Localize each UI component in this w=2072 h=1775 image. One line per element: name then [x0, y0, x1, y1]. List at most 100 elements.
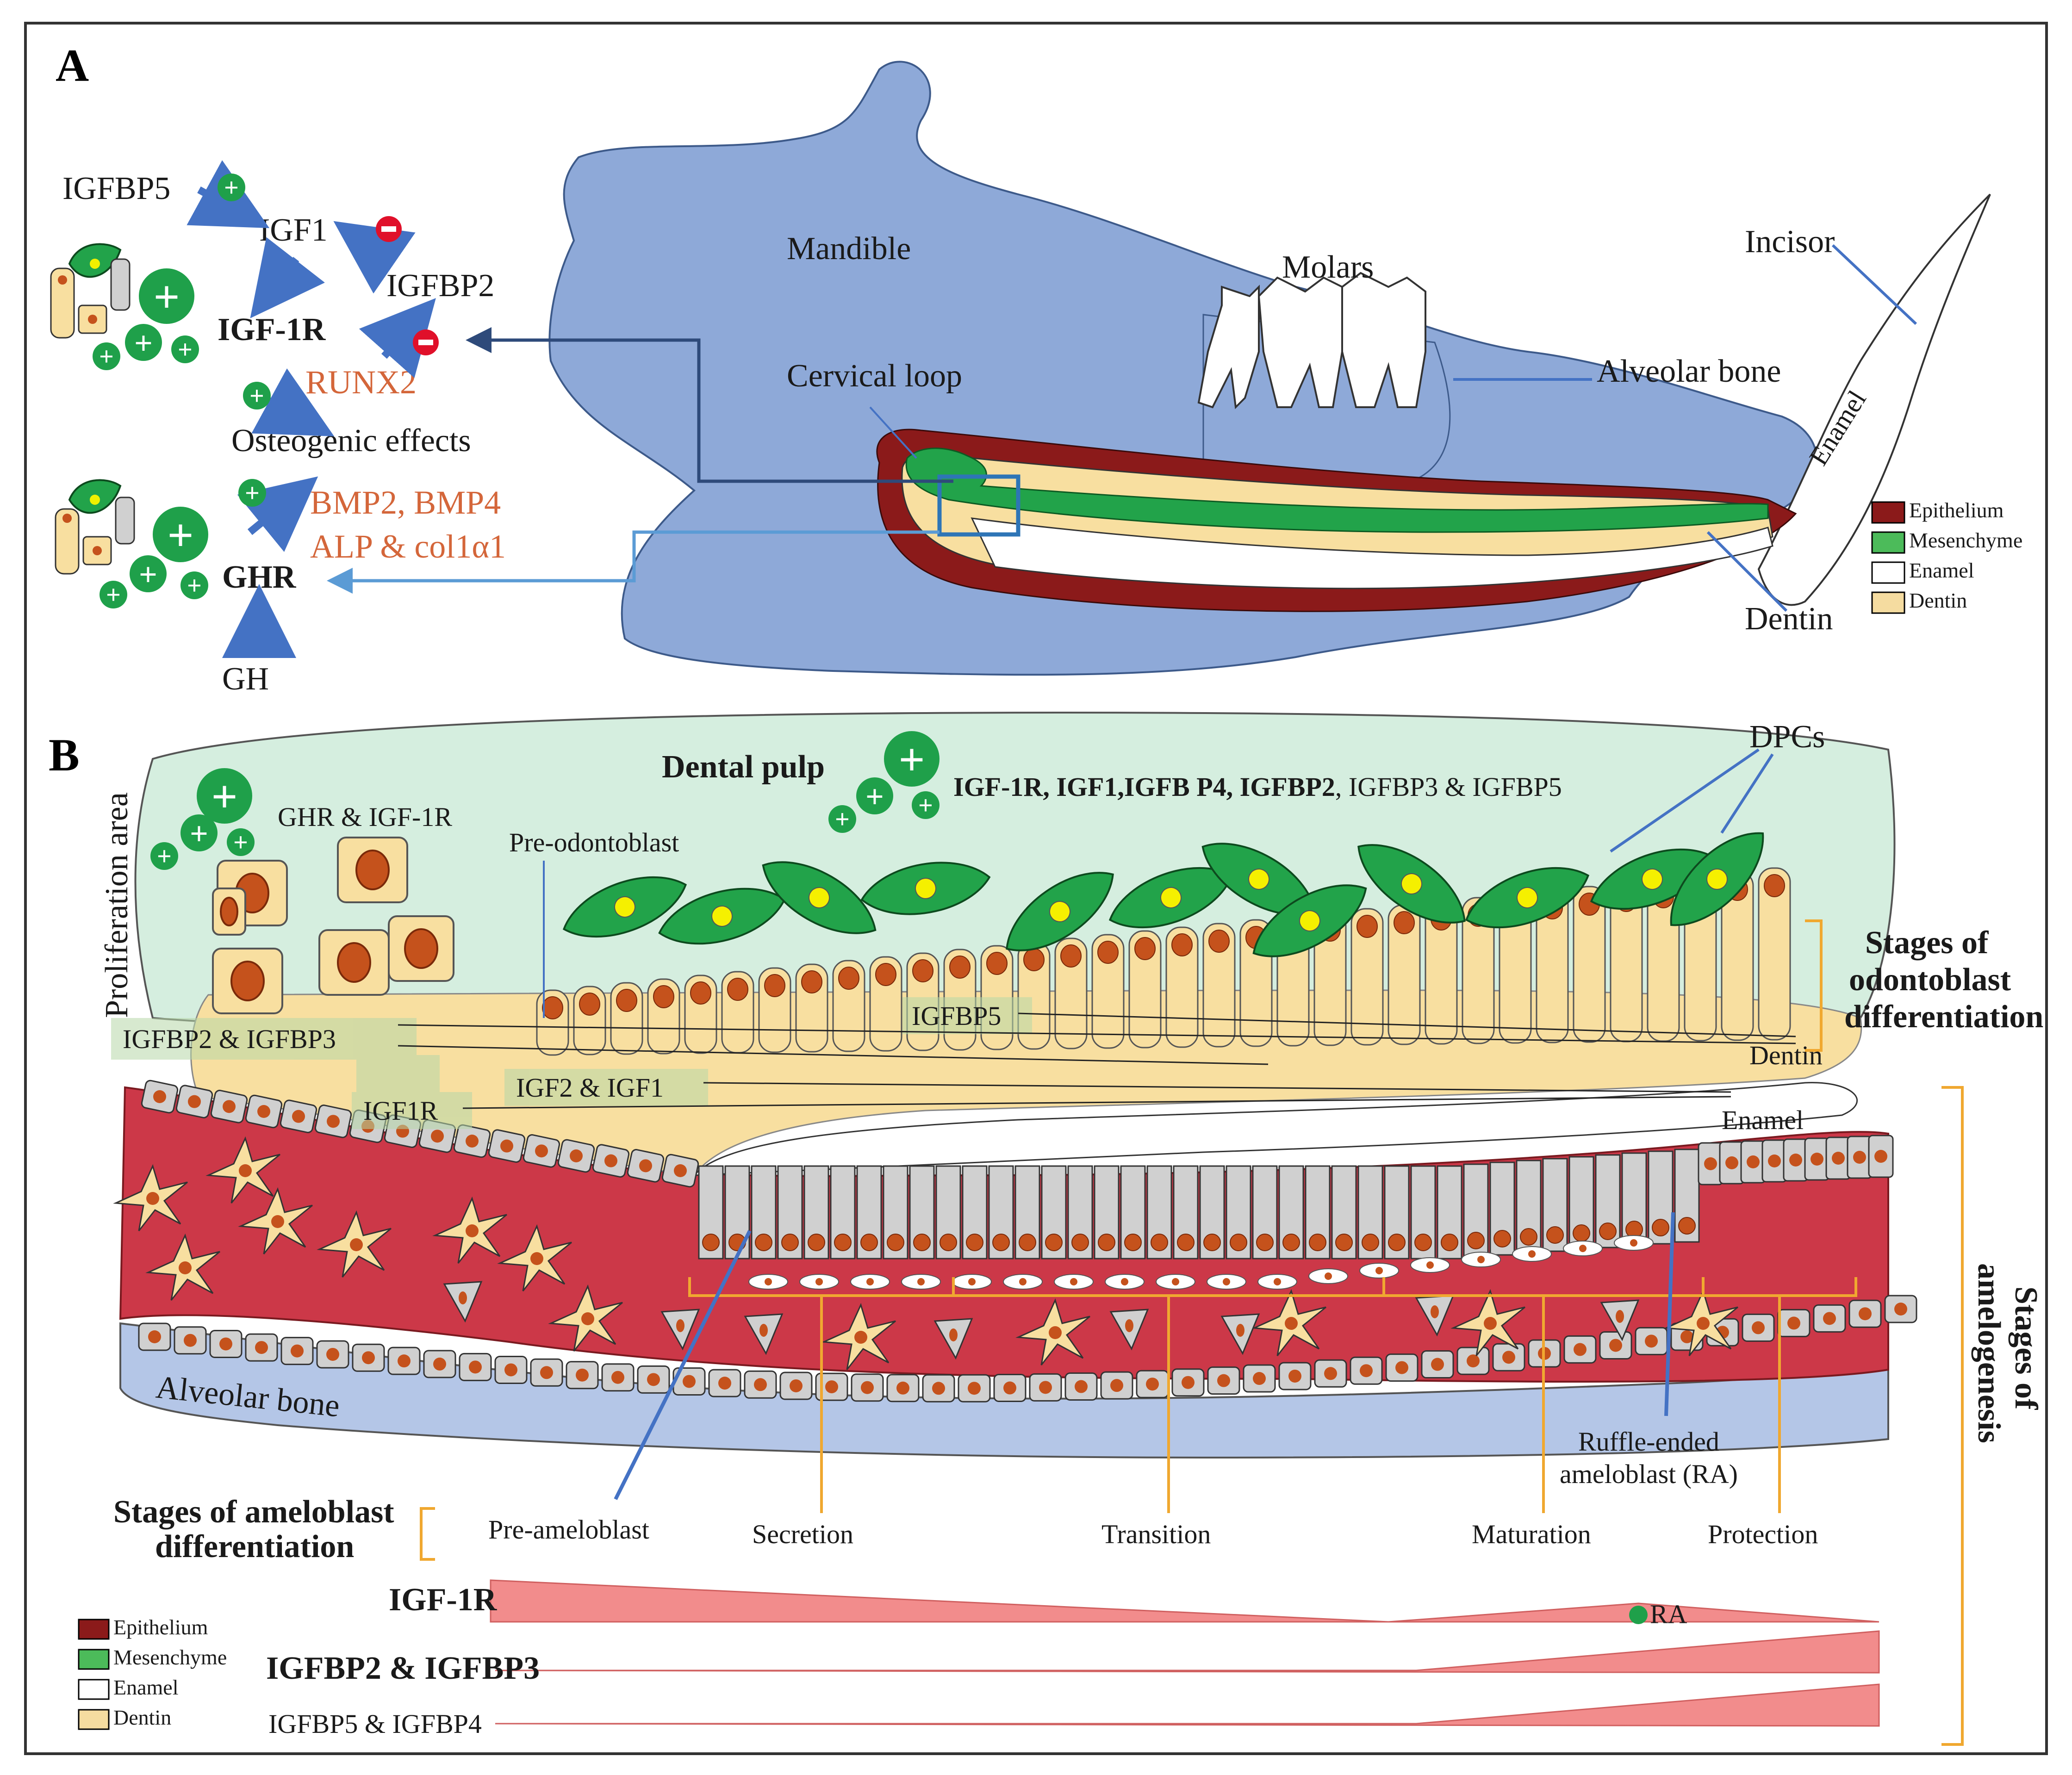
stellate-cell [497, 1224, 572, 1291]
ameloblast-cell [1674, 1148, 1700, 1243]
stellate-cell [317, 1210, 392, 1278]
stratum-cell [952, 1274, 992, 1290]
epithelial-cell [1884, 1295, 1917, 1323]
odontoblast-cell [795, 963, 828, 1053]
expression-profile-igfbp54 [495, 1683, 1880, 1727]
triangle-cell [1109, 1309, 1149, 1351]
expression-profile-igfbp23 [495, 1630, 1880, 1674]
ameloblast-cell [962, 1165, 988, 1260]
epithelial-cell [316, 1340, 349, 1369]
dpc-cell [1590, 848, 1715, 910]
svg-text:+: + [224, 174, 239, 202]
label-osteogenic: Osteogenic effects [231, 423, 471, 459]
odontoblast-cell [832, 960, 865, 1052]
label-alveolar-bone: Alveolar bone [1597, 354, 1781, 389]
stratum-cell [1512, 1246, 1552, 1262]
label-igfbp2-igfbp3-band: IGFBP2 & IGFBP3 [123, 1024, 336, 1054]
connector-igf1r [466, 327, 953, 483]
epithelial-cell [922, 1374, 955, 1403]
enamel-layer [692, 1082, 1858, 1176]
epithelial-boundary-cells [138, 1080, 1917, 1403]
epithelial-cell [1029, 1373, 1062, 1402]
leader-ruffle-ended [1664, 1212, 1675, 1416]
ameloblast-cell [1146, 1165, 1172, 1260]
stratum-cell [1054, 1274, 1094, 1290]
label-expr-igfbp54: IGFBP5 & IGFBP4 [268, 1709, 482, 1739]
epithelial-cell [210, 1090, 248, 1123]
ameloblast-cell [1357, 1165, 1383, 1260]
epithelial-cell [530, 1358, 563, 1387]
epithelial-cell [453, 1124, 491, 1158]
svg-text:+: + [233, 828, 248, 857]
stellate-cell [1251, 1289, 1326, 1356]
epithelial-cell [1599, 1331, 1632, 1359]
label-stages-amelogenesis-1: Stages of [2008, 1286, 2044, 1410]
epithelial-cell [1136, 1370, 1169, 1398]
label-ra: RA [1650, 1599, 1687, 1629]
ameloblast-cell [1252, 1165, 1278, 1260]
epithelial-cell [174, 1326, 207, 1355]
label-stages-odonto-1: Stages of [1865, 925, 1989, 961]
label-igf1r-band: IGF1R [363, 1096, 438, 1126]
stratum-cell [799, 1274, 839, 1290]
odontoblast-cell [721, 971, 754, 1054]
svg-text:+: + [212, 771, 238, 822]
epithelial-cell [672, 1367, 706, 1396]
panel-b-label: B [49, 729, 80, 781]
ameloblast-cell [1094, 1165, 1120, 1260]
label-cervical-loop: Cervical loop [787, 358, 962, 394]
epithelial-cell [1777, 1309, 1811, 1337]
epithelial-cell [1742, 1313, 1775, 1342]
label-ghr-a: GHR [222, 559, 297, 595]
svg-text:+: + [190, 816, 208, 852]
epithelial-cell [1492, 1343, 1525, 1372]
svg-text:+: + [918, 791, 933, 820]
label-transition: Transition [1101, 1519, 1211, 1549]
legend-panel-b: Epithelium Mesenchyme Enamel Dentin [78, 1615, 227, 1730]
ameloblast-cell [1305, 1165, 1331, 1260]
label-dpcs: DPCs [1749, 719, 1825, 755]
stratum-cell [1563, 1241, 1603, 1256]
leader-dpcs-1 [1610, 748, 1760, 853]
stratum-cell [850, 1274, 890, 1290]
stratum-cell [1105, 1274, 1145, 1290]
epithelial-cell [1385, 1353, 1419, 1382]
triangle-cell [443, 1281, 483, 1323]
odontoblast-cell [1758, 867, 1791, 1041]
ameloblast-cell [1067, 1165, 1093, 1260]
ameloblast-cell [724, 1165, 750, 1260]
epithelial-cell [1100, 1371, 1133, 1400]
epithelial-cell [245, 1094, 283, 1129]
epithelial-cell [1456, 1347, 1490, 1375]
epithelial-cell [1278, 1362, 1312, 1390]
svg-text:+: + [168, 509, 194, 561]
stratum-cell [1410, 1257, 1450, 1273]
stratum-cell [1257, 1274, 1297, 1290]
dpc-cell [860, 862, 991, 915]
label-dentin-b: Dentin [1749, 1040, 1823, 1070]
epithelial-cell [1171, 1368, 1205, 1397]
label-igfbp5-a: IGFBP5 [62, 171, 170, 206]
incisor-enamel [971, 517, 1773, 590]
epithelial-cell [280, 1099, 317, 1133]
epithelial-cell [280, 1337, 314, 1365]
epithelial-cell [566, 1361, 599, 1390]
ameloblast-cell [1648, 1150, 1674, 1245]
label-stages-amelogenesis-2: amelogenesis [1971, 1263, 2007, 1443]
svg-text:Mesenchyme: Mesenchyme [113, 1645, 227, 1669]
ameloblast-cell [1199, 1165, 1225, 1260]
ameloblast-cell [856, 1165, 882, 1260]
plus-signs-b: + + + + + + + + [150, 731, 940, 871]
svg-text:Enamel: Enamel [113, 1676, 179, 1699]
ameloblast-cell [1278, 1165, 1304, 1260]
svg-text:Epithelium: Epithelium [113, 1615, 208, 1639]
epithelial-cell [851, 1373, 884, 1402]
epithelial-cell [661, 1154, 699, 1188]
label-protection: Protection [1708, 1519, 1818, 1549]
label-igf2-igf1-band: IGF2 & IGF1 [516, 1073, 664, 1103]
ameloblast-cell [1331, 1165, 1357, 1260]
epithelial-cell [744, 1370, 777, 1399]
label-stages-odonto-2: odontoblast [1849, 962, 2011, 998]
ameloblast-cell [1226, 1165, 1251, 1260]
dpc-cell [1006, 872, 1114, 951]
